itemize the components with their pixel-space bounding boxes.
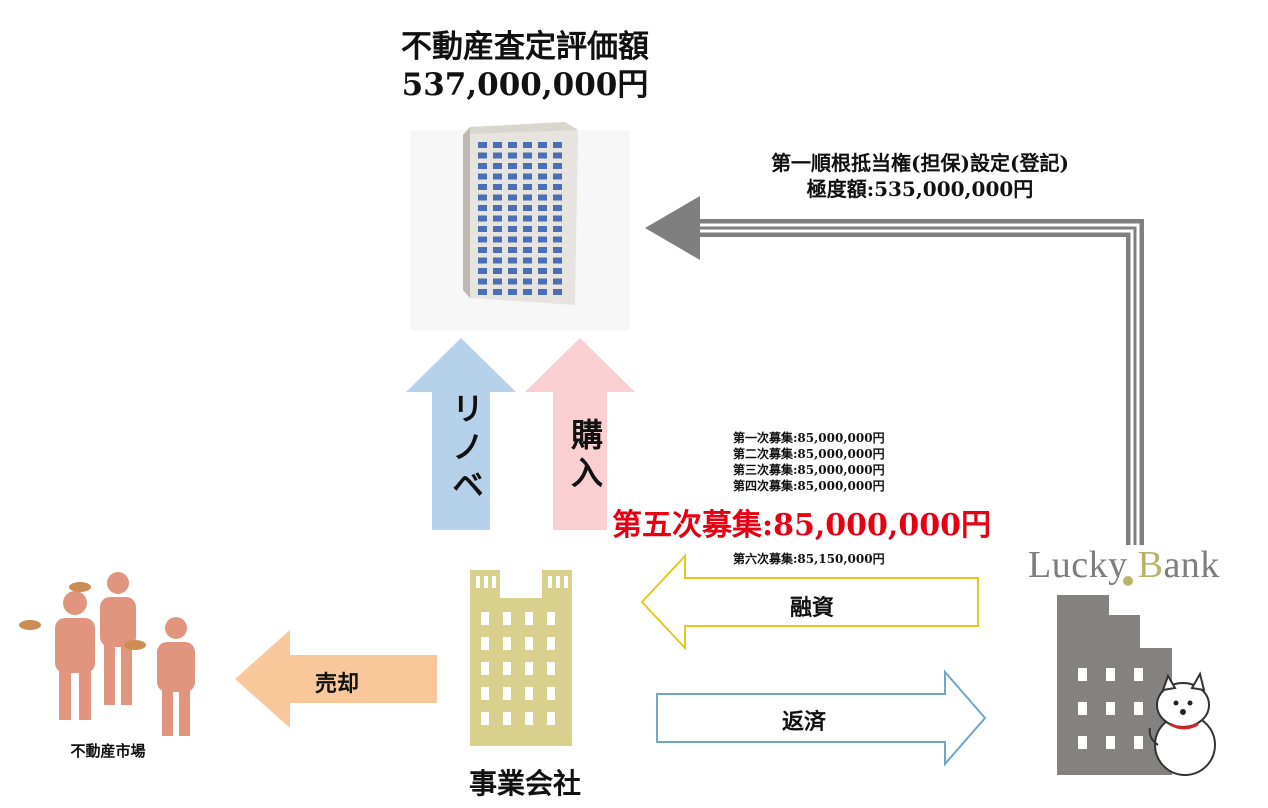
recruitment-item: 第三次募集:85,000,000円 [733,463,885,477]
logo-text-lucky: Lucky [1028,544,1138,586]
valuation-amount: 537,000,000円 [401,67,649,103]
dog-mascot-icon [1148,671,1216,776]
clover-icon [1123,576,1133,586]
valuation-title: 不動産査定評価額 [401,29,649,65]
mortgage-text: 第一順根抵当権(担保)設定(登記) 極度額:535,000,000円 [700,150,1140,202]
company-building-icon [470,570,572,746]
bank-building-icon [1057,576,1172,775]
recruitment-item: 第二次募集:85,000,000円 [733,447,885,461]
mortgage-line1: 第一順根抵当権(担保)設定(登記) [771,151,1069,175]
renovation-label: リノベ [447,392,485,506]
logo-text-b: B [1137,544,1164,586]
current-recruitment: 第五次募集:85,000,000円 [612,508,991,543]
sale-label: 売却 [315,671,360,697]
valuation-heading: 不動産査定評価額 537,000,000円 [330,28,720,104]
apartment-building-icon [410,122,630,330]
recruitment-list: 第一次募集:85,000,000円 第二次募集:85,000,000円 第三次募… [733,430,885,494]
mortgage-arrow [645,196,1144,545]
recruitment-item: 第四次募集:85,000,000円 [733,479,885,493]
renovation-arrow [406,338,516,530]
financing-label: 融資 [790,595,835,621]
market-label: 不動産市場 [70,742,146,760]
purchase-label: 購入 [566,418,604,494]
recruitment-item: 第六次募集:85,150,000円 [733,552,885,566]
market-people-icon [19,572,195,736]
logo-text-ank: ank [1163,544,1220,586]
purchase-arrow [525,338,635,530]
company-label: 事業会社 [468,767,581,800]
lucky-bank-logo: Lucky Bank [1028,543,1220,587]
mortgage-limit: 極度額:535,000,000円 [806,177,1034,201]
financing-arrow [640,553,979,651]
repayment-label: 返済 [782,709,827,735]
recruitment-item: 第一次募集:85,000,000円 [733,431,885,445]
sale-arrow [235,630,437,728]
repayment-arrow [656,669,987,767]
